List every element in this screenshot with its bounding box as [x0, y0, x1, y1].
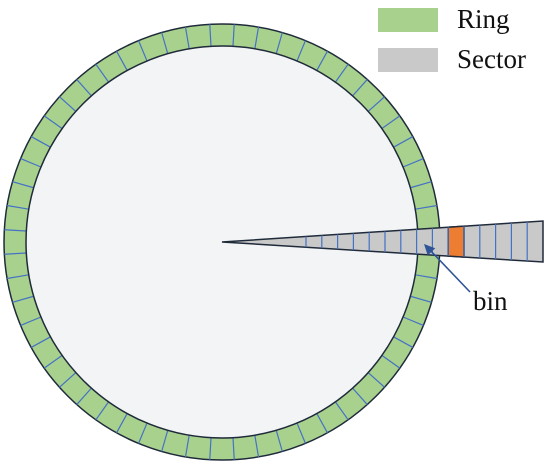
ring-segment-divider [410, 181, 432, 189]
ring-segment-divider [316, 50, 328, 71]
legend-label-ring: Ring [457, 4, 510, 34]
bin-pointer-arrow [424, 244, 471, 293]
ring-segment-divider [334, 63, 349, 83]
ring-segment-divider [296, 40, 306, 62]
ring-segment-divider [296, 422, 306, 444]
ring-segment-divider [161, 430, 169, 452]
ring-segment-divider [76, 79, 92, 97]
ring-segment-divider [254, 435, 260, 458]
ring-segment-divider [415, 204, 438, 210]
arrow-head [424, 244, 436, 256]
ring-segment-divider [275, 32, 283, 54]
ring-segment-divider [402, 158, 424, 168]
ring-segment-divider [12, 295, 34, 303]
ring-segment-divider [334, 401, 349, 421]
ring-segment-divider [59, 372, 77, 388]
ring-segment-divider [209, 437, 212, 460]
ring-segment-divider [116, 413, 128, 434]
ring-segment-divider [6, 204, 29, 210]
ring-segment-divider [316, 413, 328, 434]
ring-segment-divider [76, 387, 92, 405]
ring-segment-divider [138, 422, 148, 444]
ring-segment-divider [20, 158, 42, 168]
ring-segment-divider [232, 437, 235, 460]
ring-segment-divider [367, 96, 385, 112]
ring-segment-divider [95, 63, 110, 83]
legend-label-sector: Sector [457, 44, 526, 74]
ring-segment-divider [410, 295, 432, 303]
ring-segment-divider [6, 274, 29, 280]
legend-swatch-sector [378, 48, 438, 72]
ring-segment-divider [393, 336, 414, 348]
ring-segment-divider [381, 354, 401, 369]
ring-segment-divider [30, 136, 51, 148]
ring-segment-divider [59, 96, 77, 112]
bin-label: bin [473, 286, 508, 316]
ring-segment-divider [4, 229, 27, 232]
highlighted-bin [447, 225, 465, 258]
legend-swatch-ring [378, 8, 438, 32]
ring-segment-divider [4, 252, 27, 255]
ring-segment-divider [402, 316, 424, 326]
ring-segment-divider [95, 401, 110, 421]
ring-segment-divider [209, 24, 212, 47]
arrow-shaft [428, 248, 471, 293]
ring-segment-divider [232, 24, 235, 47]
ring-segment-divider [161, 32, 169, 54]
ring-segment-divider [43, 354, 63, 369]
ring-segment-divider [275, 430, 283, 452]
ring-segment-divider [116, 50, 128, 71]
ring-segment-divider [30, 336, 51, 348]
ring-segment-divider [352, 387, 368, 405]
ring-segment-divider [20, 316, 42, 326]
ring-segment-divider [184, 26, 190, 49]
ring-segment-divider [43, 115, 63, 130]
ring-segment-divider [184, 435, 190, 458]
sector-wedge [221, 220, 544, 263]
ring-segment-divider [12, 181, 34, 189]
ring-segment-divider [254, 26, 260, 49]
ring-segment-divider [367, 372, 385, 388]
ring-segment-divider [415, 274, 438, 280]
ring-segment-divider [138, 40, 148, 62]
ring-segment-divider [381, 115, 401, 130]
ring-segment-divider [393, 136, 414, 148]
ring-segment-divider [352, 79, 368, 97]
